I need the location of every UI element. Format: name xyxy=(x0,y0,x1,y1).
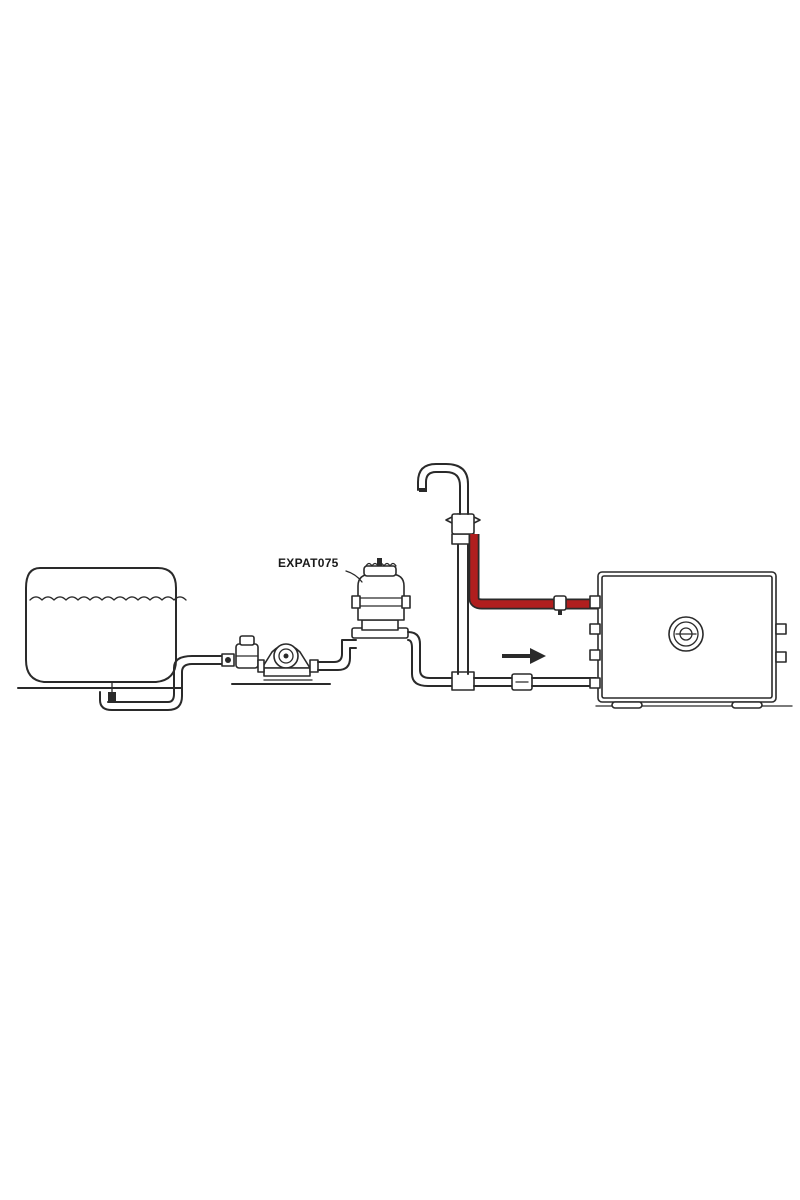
water-level xyxy=(29,596,187,601)
suction-pipe xyxy=(99,655,229,711)
strainer-filter-icon xyxy=(221,635,259,669)
thermostat-dial-icon xyxy=(668,616,704,652)
component-label-group: EXPAT075 xyxy=(278,556,363,583)
cold-water-pipe xyxy=(407,631,597,691)
expansion-accumulator-icon xyxy=(351,558,411,639)
component-label: EXPAT075 xyxy=(278,556,339,570)
water-heater-icon xyxy=(589,571,787,709)
right-arrow-icon xyxy=(502,648,546,664)
label-leader-line xyxy=(345,570,363,583)
faucet-icon xyxy=(417,463,481,535)
pressure-pipe-1 xyxy=(317,639,357,671)
water-pump-icon xyxy=(257,643,319,681)
mixing-valve-icon xyxy=(553,595,567,611)
water-tank-icon xyxy=(25,567,187,702)
hot-water-pipe xyxy=(468,534,598,615)
